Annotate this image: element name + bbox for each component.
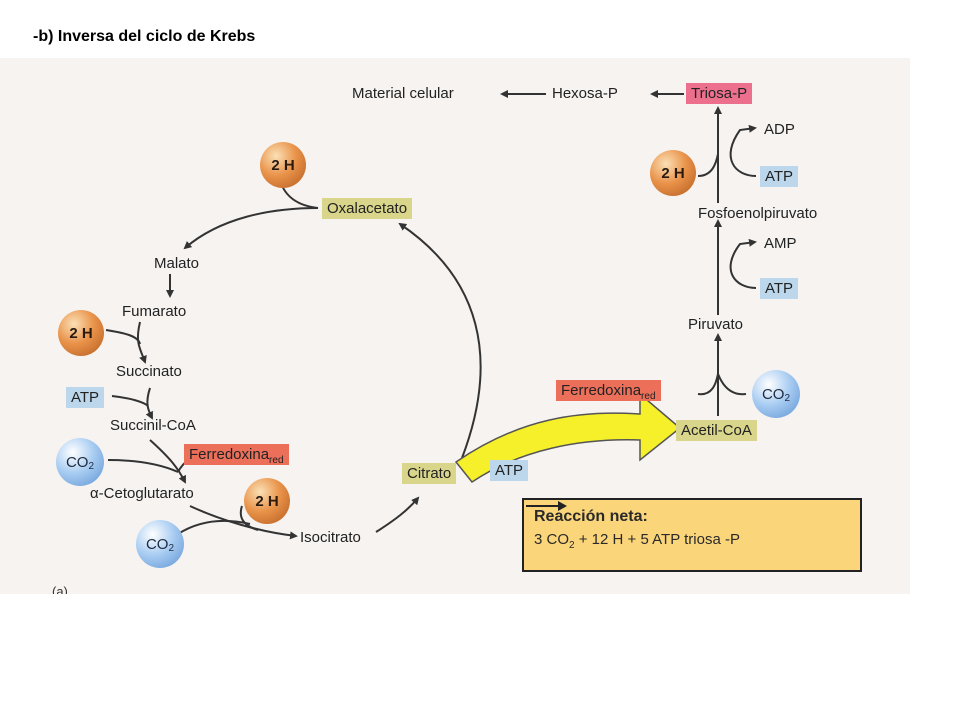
figure-letter: (a): [52, 584, 68, 594]
label-malato: Malato: [154, 255, 200, 272]
arc-atp-left: [111, 395, 149, 407]
hydrogen-ball-right: 2 H: [650, 150, 696, 196]
label-adp: ADP: [764, 121, 795, 138]
label-atp-left: ATP: [66, 387, 105, 408]
label-atp-1: ATP: [760, 166, 799, 187]
arc-co2-left: [107, 459, 179, 473]
arc-isocitrato-citrato: [375, 496, 420, 533]
net-reaction-equation: 3 CO2 + 12 H + 5 ATP triosa -P: [526, 501, 850, 551]
label-fosfoenolpiruvato: Fosfoenolpiruvato: [698, 205, 818, 222]
label-hexosa-p: Hexosa-P: [552, 85, 618, 102]
label-atp-bottom: ATP: [490, 460, 529, 481]
label-material-celular: Material celular: [352, 85, 454, 102]
arc-succinato-succinil: [145, 387, 153, 420]
hydrogen-ball-top: 2 H: [260, 142, 306, 188]
label-oxalacetato: Oxalacetato: [322, 198, 413, 219]
krebs-reverse-diagram: Material celular Hexosa-P Triosa-P ADP A…: [0, 58, 910, 594]
net-reaction-box: Reacción neta: 3 CO2 + 12 H + 5 ATP trio…: [522, 498, 862, 572]
arc-succinil-ceto: [149, 439, 186, 484]
arc-atp-adp: [729, 124, 757, 177]
label-isocitrato: Isocitrato: [300, 529, 361, 546]
arc-fumarato-succinato: [136, 321, 147, 364]
label-atp-2: ATP: [760, 278, 799, 299]
arc-citrato-oxalacetato: [398, 222, 482, 459]
arc-ceto-isocitrato: [189, 505, 298, 540]
net-reaction-title: Reacción neta:: [534, 508, 648, 525]
hydrogen-ball-left: 2 H: [58, 310, 104, 356]
arc-2h-bottom: [239, 505, 259, 531]
label-fumarato: Fumarato: [122, 303, 187, 320]
label-citrato: Citrato: [402, 463, 457, 484]
label-triosa-p: Triosa-P: [686, 83, 753, 104]
net-arrow-icon: [526, 501, 567, 511]
arc-co2-acetil: [717, 373, 747, 396]
label-ferredoxina-left: Ferredoxinared: [184, 444, 289, 466]
arc-atp-amp: [729, 238, 757, 289]
arc-oxalacetato-malato: [183, 207, 319, 250]
label-ferredoxina-right: Ferredoxinared: [556, 380, 661, 402]
label-amp: AMP: [764, 235, 797, 252]
label-alfa-cetoglutarato: α-Cetoglutarato: [90, 485, 194, 502]
arc-2h-pep: [697, 153, 719, 177]
arc-2h-left: [105, 329, 141, 345]
label-succinil-coa: Succinil-CoA: [110, 417, 196, 434]
label-succinato: Succinato: [116, 363, 182, 380]
slide-title: -b) Inversa del ciclo de Krebs: [33, 28, 256, 45]
label-acetil-coa: Acetil-CoA: [676, 420, 757, 441]
arc-ferre-acetil: [697, 373, 719, 396]
label-piruvato: Piruvato: [688, 316, 744, 333]
hydrogen-ball-bottom: 2 H: [244, 478, 290, 524]
arc-co2-bottom: [177, 519, 251, 535]
